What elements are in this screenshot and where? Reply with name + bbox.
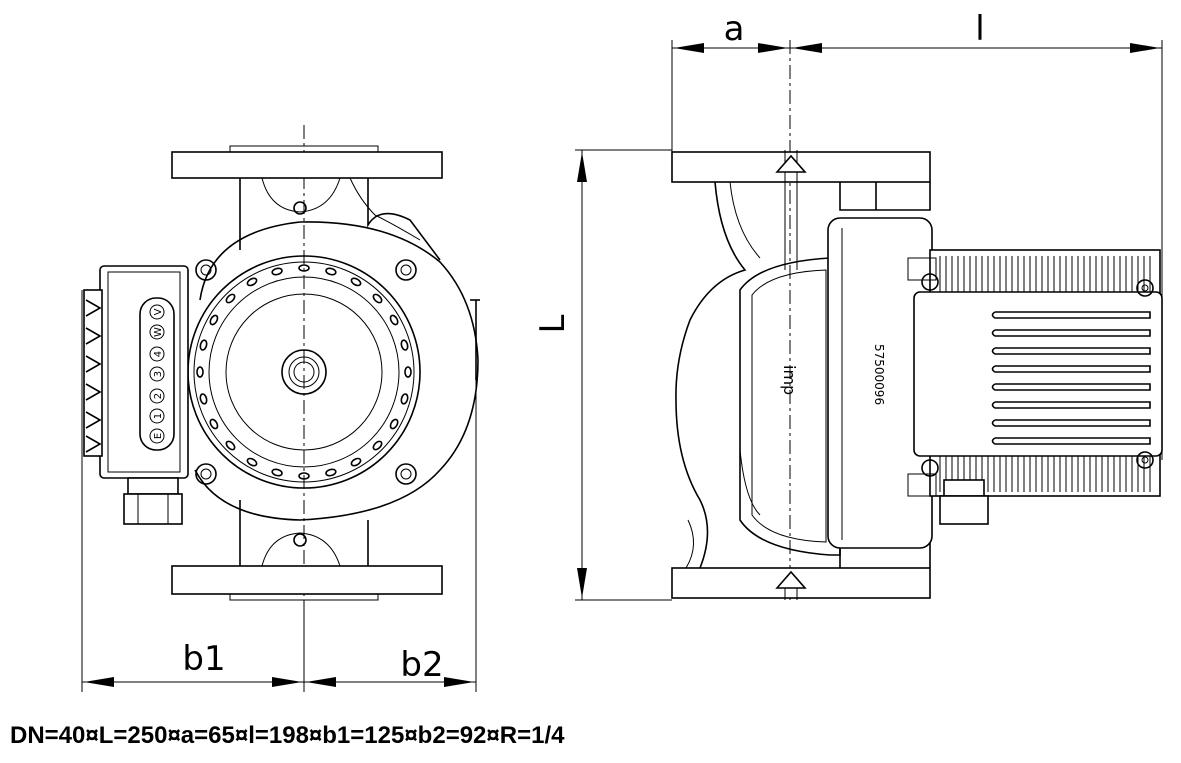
flange-slot: [298, 264, 310, 272]
flange-slot: [246, 457, 258, 467]
dim-label-a: a: [724, 9, 745, 49]
flange-slot: [400, 339, 409, 351]
front-view: E 1 2 3 4 W V: [81, 125, 480, 692]
flange-slot: [225, 440, 236, 451]
flange-slot: [389, 314, 399, 326]
front-housing-neck-top: [239, 178, 441, 261]
cover-fin: [991, 419, 1151, 427]
dimension-L: L: [533, 149, 672, 601]
flange-slot: [199, 339, 208, 351]
flange-slot: [271, 468, 283, 477]
flange-slot: [325, 267, 337, 276]
flange-slot: [400, 393, 409, 405]
front-shaft-plug: [281, 349, 327, 395]
front-cable-gland: [123, 477, 183, 525]
flange-slot: [350, 277, 362, 287]
flange-slot: [350, 457, 362, 467]
pump-brand-logo: imp: [780, 365, 799, 395]
flange-slot: [246, 277, 258, 287]
front-terminal-strip: [139, 297, 175, 451]
dim-label-b2: b2: [400, 645, 443, 685]
front-flange-slots: [196, 264, 412, 480]
pump-serial-number: 57500096: [872, 344, 886, 405]
cover-fin: [991, 329, 1151, 337]
terminal-label: 2: [153, 393, 164, 399]
dimension-a-l: a l: [671, 9, 1163, 460]
front-terminal-labels: E 1 2 3 4 W V: [149, 304, 165, 444]
spec-line: DN=40¤L=250¤a=65¤l=198¤b1=125¤b2=92¤R=1/…: [10, 722, 565, 749]
terminal-label: W: [153, 327, 164, 337]
cover-fin: [991, 365, 1151, 373]
flange-slot: [404, 366, 412, 378]
cover-fin: [991, 347, 1151, 355]
dim-label-l: l: [975, 9, 984, 49]
side-cable-gland: [939, 479, 989, 525]
terminal-label: 3: [153, 371, 164, 377]
side-ribs-top: [939, 256, 1151, 292]
front-volute: [194, 221, 479, 521]
cover-fin: [991, 437, 1151, 445]
front-bottom-flange: [171, 565, 443, 595]
front-neck-arc-top: [261, 177, 341, 213]
front-top-flange-boss: [229, 145, 379, 153]
flange-slot: [209, 418, 219, 430]
dim-label-b1: b1: [182, 639, 225, 679]
terminal-label: 1: [153, 413, 164, 419]
flange-slot: [196, 366, 204, 378]
cover-fin: [991, 383, 1151, 391]
side-flow-arrow-top: [775, 150, 807, 270]
side-cover-fins: [991, 311, 1151, 445]
technical-drawing: E 1 2 3 4 W V: [81, 9, 1163, 692]
front-housing-neck-bottom: [239, 500, 369, 566]
flange-slot: [271, 267, 283, 276]
flange-slot: [209, 314, 219, 326]
flange-slot: [225, 293, 236, 304]
flange-slot: [325, 468, 337, 477]
side-housing: [675, 181, 747, 569]
flange-slot: [372, 293, 383, 304]
side-view: imp 57500096 a l L: [533, 9, 1163, 601]
cover-fin: [991, 311, 1151, 319]
front-bottom-flange-boss: [229, 593, 379, 601]
flange-slot: [199, 393, 208, 405]
terminal-label: E: [153, 433, 164, 439]
front-screws: [195, 201, 417, 547]
side-flow-arrow-bottom: [775, 570, 807, 600]
side-pump-body: [739, 257, 841, 556]
flange-slot: [298, 472, 310, 480]
front-box-fins: [83, 289, 103, 457]
dim-label-L: L: [533, 314, 573, 333]
side-motor-cover: [913, 291, 1163, 457]
front-rotor-cap: [208, 276, 400, 468]
terminal-label: 4: [153, 351, 164, 357]
cover-fin: [991, 401, 1151, 409]
terminal-label: V: [153, 308, 164, 315]
front-top-flange: [171, 151, 443, 179]
dimension-b1-b2: b1 b2: [81, 290, 477, 692]
front-neck-arc-bottom: [261, 532, 341, 567]
flange-slot: [372, 440, 383, 451]
side-ribs-bottom: [939, 456, 1151, 492]
flange-slot: [389, 418, 399, 430]
